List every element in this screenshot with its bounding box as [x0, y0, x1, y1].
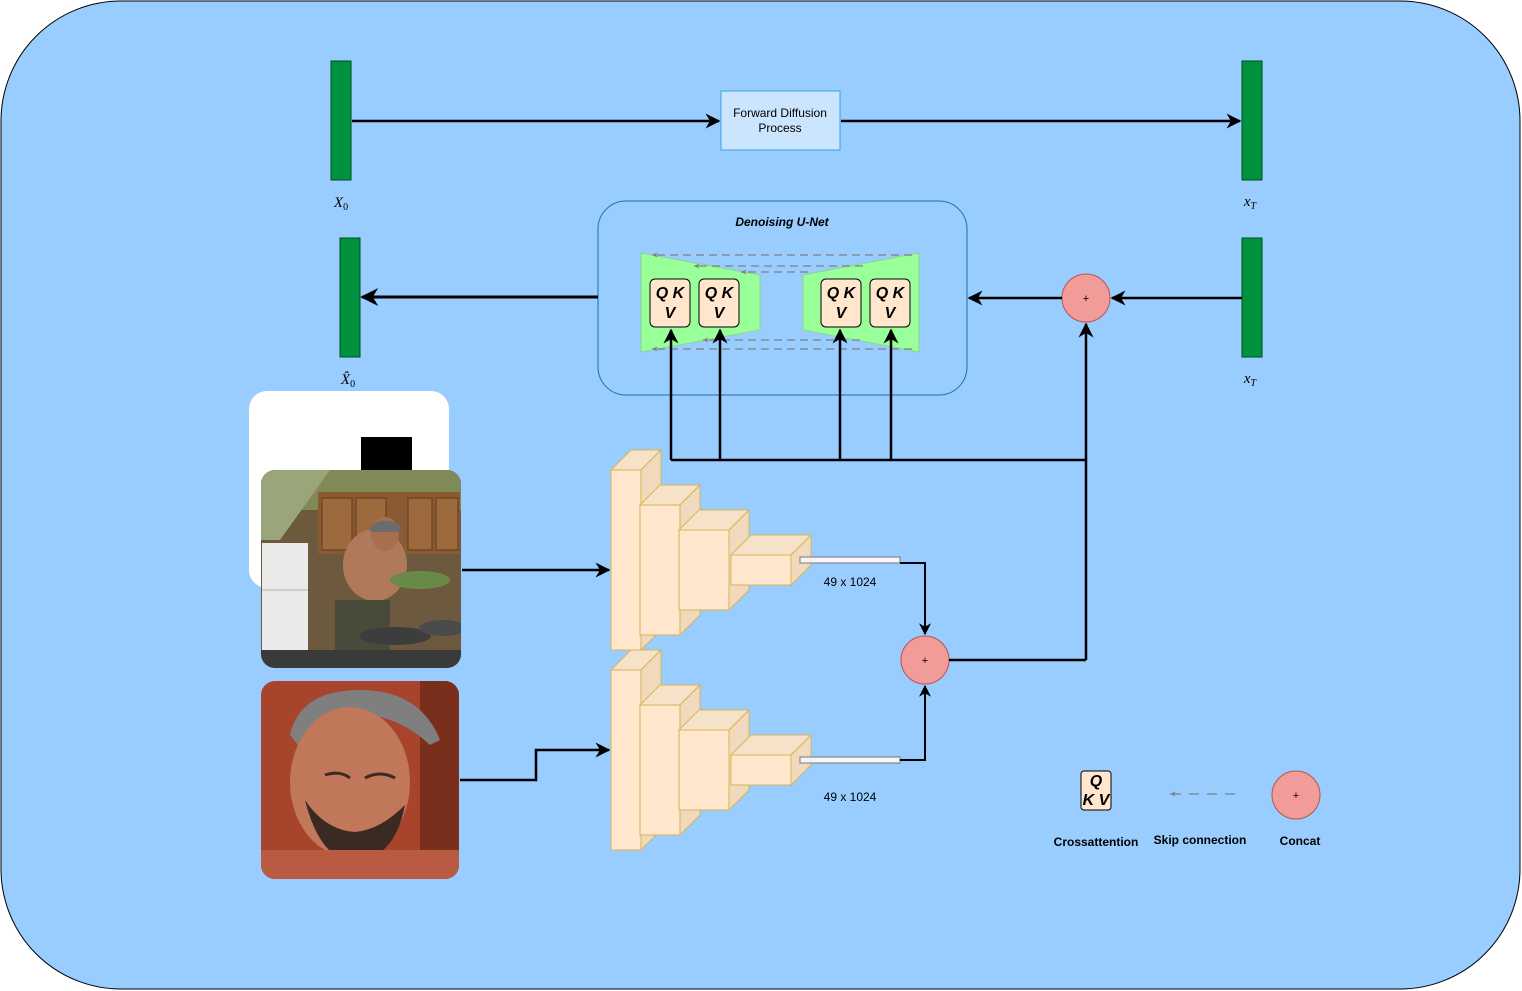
- legend-crossattention-label: Crossattention: [1054, 835, 1139, 849]
- forward-diffusion-box: [720, 90, 841, 151]
- svg-text:Q K: Q K: [827, 285, 857, 302]
- latent-xT-top-label: xT: [1243, 194, 1258, 212]
- latent-x0-label: X0: [333, 195, 348, 213]
- encoder-bottom-output-bar: [799, 756, 901, 764]
- encoder-bottom-output-label: 49 x 1024: [824, 790, 877, 804]
- concat-bottom-symbol: +: [922, 655, 928, 667]
- latent-xT-bottom-bar: [1241, 237, 1263, 358]
- forward-diffusion-label: Forward Diffusion: [733, 106, 827, 120]
- legend-concat-symbol: +: [1293, 790, 1299, 802]
- latent-x0-hat-bar: [339, 237, 361, 358]
- unet-title: Denoising U-Net: [735, 215, 829, 229]
- latent-xT-bottom-label: xT: [1243, 371, 1258, 389]
- legend-concat-icon: [1271, 770, 1321, 820]
- image-encoder-top: [609, 448, 813, 652]
- svg-text:V: V: [885, 305, 897, 322]
- forward-diffusion-label-2: Process: [758, 121, 801, 135]
- arrow-top-feature-to-concat: [900, 562, 931, 636]
- encoder-layer-4: [729, 733, 813, 787]
- qkv-block-4: Q K V: [869, 278, 911, 328]
- encoder-top-output-label: 49 x 1024: [824, 575, 877, 589]
- arrow-bottom-feature-to-concat: [900, 684, 931, 761]
- concat-top-symbol: +: [1083, 293, 1089, 305]
- encoder-layer-4: [729, 533, 813, 587]
- legend-skip-connection-label: Skip connection: [1154, 833, 1247, 847]
- legend-concat-label: Concat: [1280, 834, 1321, 848]
- legend: Q K V Crossattention Skip connection + C…: [1054, 770, 1321, 849]
- svg-text:Q K: Q K: [876, 285, 906, 302]
- qkv-block-1: Q K V: [649, 278, 691, 328]
- image-encoder-bottom: [609, 648, 813, 852]
- person-cooking-photo: [261, 470, 461, 668]
- latent-x0-hat-label: X̂0: [340, 372, 355, 390]
- arrow-face-to-encoder-bottom: [460, 742, 611, 782]
- svg-text:V: V: [665, 305, 677, 322]
- latent-x0-bar: [330, 60, 352, 181]
- svg-text:Q K: Q K: [656, 285, 686, 302]
- svg-text:Q K: Q K: [705, 285, 735, 302]
- encoder-top-output-bar: [799, 556, 901, 564]
- svg-text:V: V: [714, 305, 726, 322]
- svg-text:Q: Q: [1090, 773, 1103, 790]
- svg-text:K V: K V: [1083, 792, 1111, 809]
- svg-text:V: V: [836, 305, 848, 322]
- qkv-block-2: Q K V: [698, 278, 740, 328]
- qkv-block-3: Q K V: [820, 278, 862, 328]
- legend-crossattention-icon: Q K V: [1080, 770, 1112, 811]
- face-closeup-photo: [261, 681, 459, 879]
- latent-xT-top-bar: [1241, 60, 1263, 181]
